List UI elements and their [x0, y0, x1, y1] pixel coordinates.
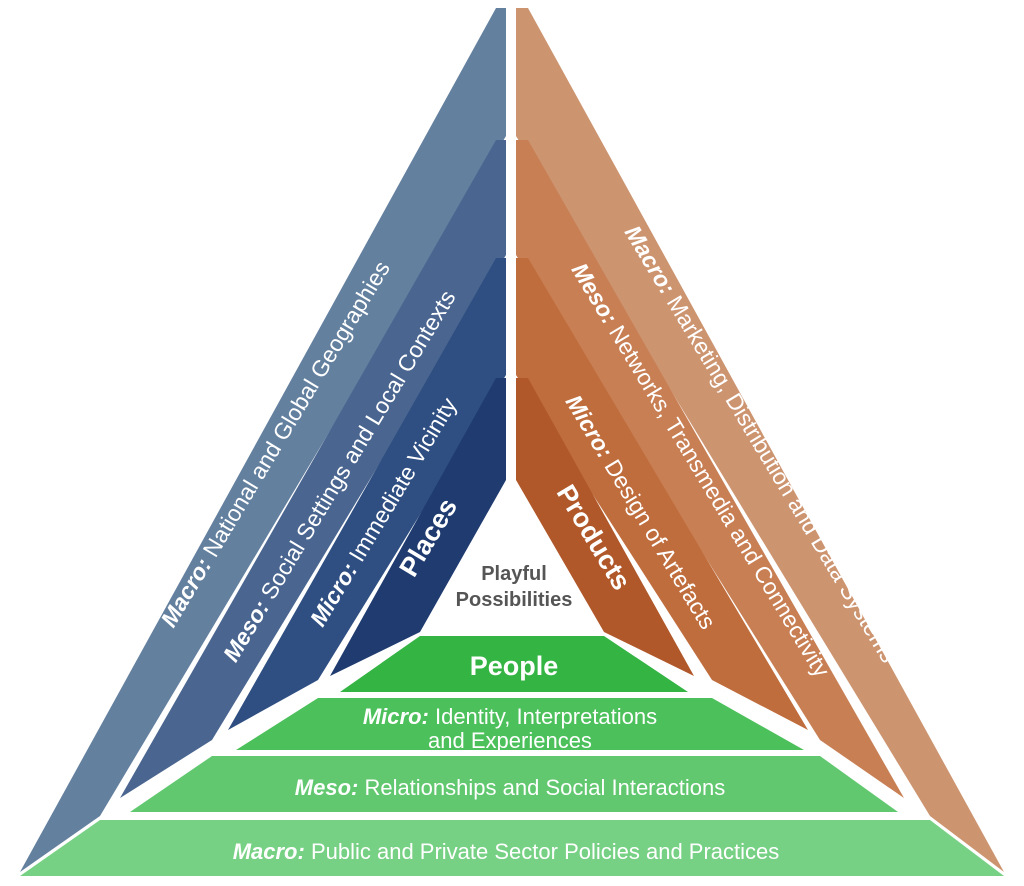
products-micro-band [516, 258, 808, 730]
places-micro-band [228, 258, 506, 730]
people-core-band [340, 636, 688, 692]
people-macro-label: Macro: Public and Private Sector Policie… [233, 839, 780, 864]
people-micro-label-line2: and Experiences [428, 728, 592, 753]
places-meso-band [120, 140, 506, 798]
products-core-band [516, 378, 694, 676]
people-macro-band [20, 820, 1004, 876]
people-title: People [470, 651, 559, 681]
people-micro-band [236, 698, 804, 750]
center-text-line2: Possibilities [456, 589, 573, 611]
products-meso-band [516, 140, 904, 798]
products-macro-band [516, 8, 1004, 872]
people-meso-label: Meso: Relationships and Social Interacti… [295, 775, 725, 800]
center-triangle [422, 482, 602, 632]
places-macro-band [20, 8, 506, 872]
places-core-band [330, 378, 506, 676]
people-meso-band [130, 756, 898, 812]
center-text-line1: Playful [481, 563, 547, 585]
people-micro-label-line1: Micro: Identity, Interpretations [363, 704, 657, 729]
